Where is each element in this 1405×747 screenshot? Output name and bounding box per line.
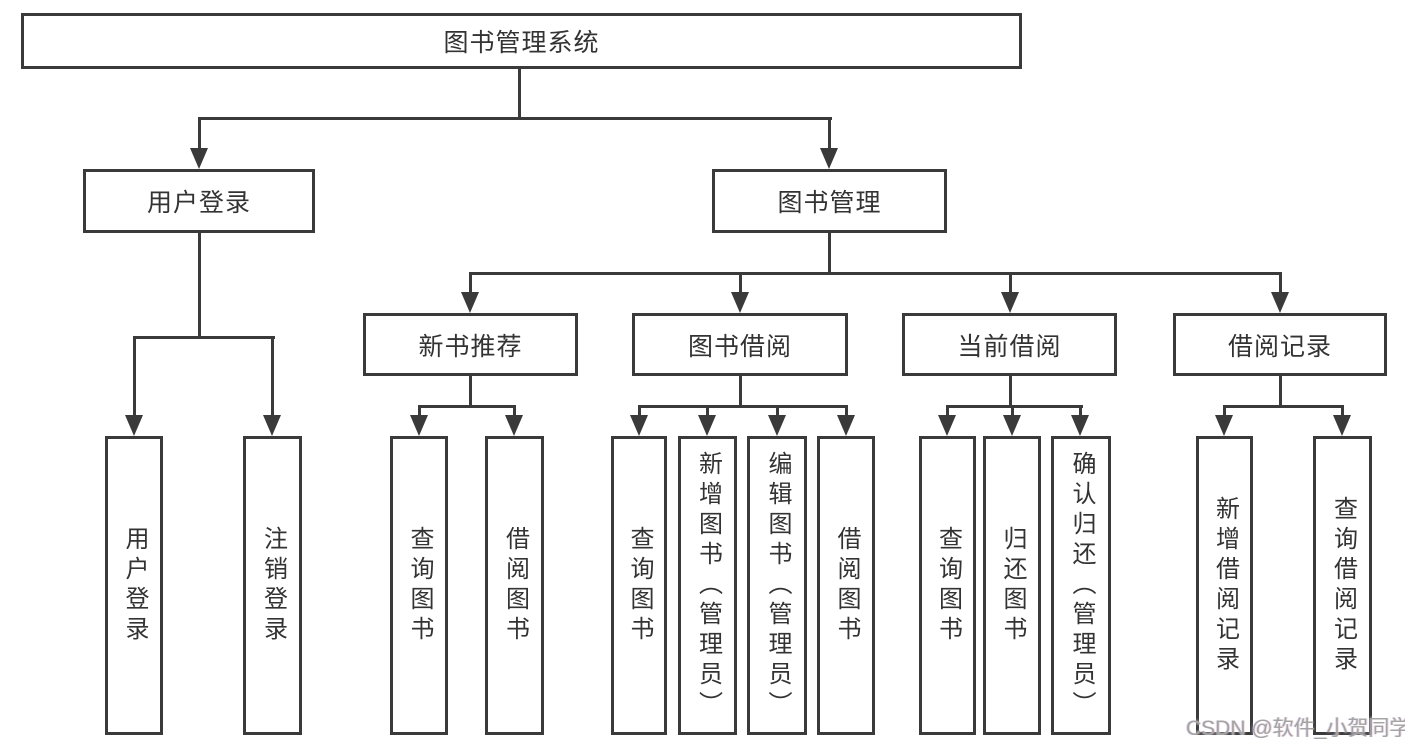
connector-line (133, 336, 136, 416)
connector-line (828, 233, 831, 275)
connector-line (828, 117, 831, 151)
connector-line (198, 117, 201, 151)
connector-line (946, 405, 949, 419)
connector-line (469, 376, 472, 408)
leaf-label: 借阅图书 (501, 525, 529, 646)
connector-line (469, 272, 472, 294)
leaf-label: 编辑图书（管理员） (764, 450, 791, 721)
arrowhead-down-icon (410, 415, 428, 436)
arrowhead-down-icon (1271, 292, 1289, 313)
connector-line (198, 233, 201, 339)
connector-line (133, 336, 275, 339)
arrowhead-down-icon (1003, 415, 1021, 436)
connector-line (418, 405, 516, 408)
connector-line (1223, 405, 1344, 408)
leaf-logout: 注销登录 (243, 436, 302, 735)
arrowhead-down-icon (768, 415, 786, 436)
csdn-watermark: CSDN @软件_小贺同学 (1186, 717, 1405, 740)
connector-line (469, 272, 1282, 275)
arrowhead-down-icon (461, 292, 479, 313)
arrowhead-down-icon (1071, 415, 1089, 436)
arrowhead-down-icon (938, 415, 956, 436)
leaf-query-books-recommend: 查询图书 (390, 436, 448, 735)
arrowhead-down-icon (820, 148, 838, 169)
connector-line (271, 336, 274, 416)
connector-line (739, 376, 742, 408)
leaf-return-books: 归还图书 (983, 436, 1041, 735)
arrowhead-down-icon (505, 415, 523, 436)
arrowhead-down-icon (630, 415, 648, 436)
leaf-edit-books-admin: 编辑图书（管理员） (747, 436, 807, 735)
arrowhead-down-icon (731, 292, 749, 313)
connector-line (1009, 376, 1012, 408)
connector-line (1279, 272, 1282, 294)
arrowhead-down-icon (125, 415, 143, 436)
arrowhead-down-icon (698, 415, 716, 436)
leaf-borrow-books: 借阅图书 (817, 436, 875, 735)
node-book-borrowing: 图书借阅 (632, 313, 848, 376)
leaf-label: 查询图书 (626, 525, 653, 646)
arrowhead-down-icon (1333, 415, 1351, 436)
connector-line (706, 405, 709, 419)
node-borrowing-records: 借阅记录 (1173, 313, 1387, 376)
node-user-login: 用户登录 (83, 169, 315, 233)
connector-line (845, 405, 848, 419)
connector-line (638, 405, 848, 408)
arrowhead-down-icon (837, 415, 855, 436)
node-book-management: 图书管理 (712, 169, 947, 233)
connector-line (198, 117, 832, 120)
connector-line (739, 272, 742, 294)
connector-line (518, 69, 521, 120)
leaf-add-borrow-record: 新增借阅记录 (1196, 436, 1253, 735)
connector-line (1009, 272, 1012, 294)
leaf-query-borrow-record: 查询借阅记录 (1313, 436, 1372, 735)
connector-line (1279, 376, 1282, 408)
leaf-borrow-books-recommend: 借阅图书 (485, 436, 544, 735)
node-new-book-recommendation: 新书推荐 (363, 313, 578, 376)
connector-line (776, 405, 779, 419)
leaf-add-books-admin: 新增图书（管理员） (678, 436, 737, 735)
connector-line (513, 405, 516, 419)
connector-line (638, 405, 641, 419)
arrowhead-down-icon (1215, 415, 1233, 436)
leaf-label: 新增图书（管理员） (694, 450, 722, 721)
leaf-label: 用户登录 (121, 525, 148, 646)
arrowhead-down-icon (1001, 292, 1019, 313)
connector-line (1341, 405, 1344, 419)
connector-line (418, 405, 421, 419)
leaf-label: 归还图书 (999, 525, 1026, 646)
leaf-label: 查询借阅记录 (1329, 495, 1357, 676)
leaf-query-books-current: 查询图书 (919, 436, 976, 735)
leaf-query-books-borrowing: 查询图书 (611, 436, 667, 735)
leaf-label: 查询图书 (406, 525, 433, 646)
leaf-label: 注销登录 (259, 525, 287, 646)
leaf-label: 查询图书 (934, 525, 962, 646)
connector-line (946, 405, 1083, 408)
connector-line (1223, 405, 1226, 419)
node-current-borrowing: 当前借阅 (902, 313, 1117, 376)
leaf-label: 新增借阅记录 (1211, 495, 1239, 676)
leaf-user-login: 用户登录 (105, 436, 163, 735)
arrowhead-down-icon (263, 415, 281, 436)
arrowhead-down-icon (190, 148, 208, 169)
leaf-confirm-return-admin: 确认归还（管理员） (1051, 436, 1111, 735)
leaf-label: 借阅图书 (833, 525, 860, 646)
node-root-library-management-system: 图书管理系统 (21, 13, 1022, 69)
leaf-label: 确认归还（管理员） (1068, 450, 1095, 721)
connector-line (1079, 405, 1082, 419)
connector-line (1011, 405, 1014, 419)
